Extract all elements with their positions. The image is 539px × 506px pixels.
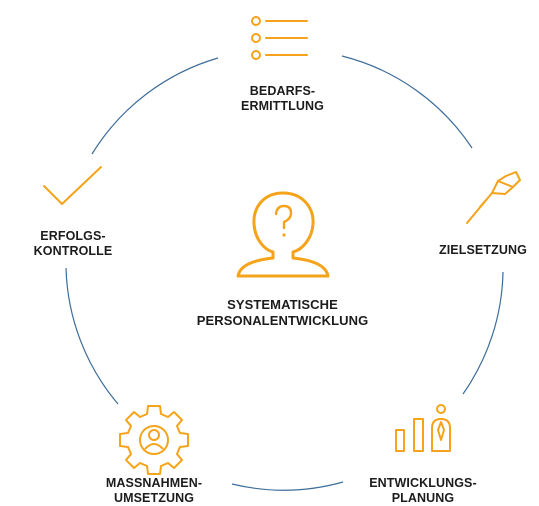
arc-erfolg-bedarf [91,57,219,155]
center-label: SYSTEMATISCHE PERSONALENTWICKLUNG [196,297,369,328]
step-label-bedarfsermittlung: BEDARFS- ERMITTLUNG [241,84,324,113]
person-question-icon [236,191,330,278]
list-icon [251,16,308,60]
dart-icon [466,171,521,224]
step-label-massnahmenumsetzung: MASSNAHMEN- UMSETZUNG [105,476,203,505]
gear-user-icon [119,405,189,475]
check-icon [43,166,102,205]
arc-bedarf-ziel [341,55,473,149]
arc-massnahmen-erfolg [65,267,119,405]
step-label-erfolgskontrolle: ERFOLGS- KONTROLLE [33,229,113,258]
career-icon [395,404,451,452]
arc-entwicklung-massnahmen [231,481,344,491]
arc-ziel-entwicklung [462,271,504,395]
step-label-entwicklungsplanung: ENTWICKLUNGS- PLANUNG [369,476,477,505]
step-label-zielsetzung: ZIELSETZUNG [439,243,527,257]
cycle-arcs [65,55,504,491]
